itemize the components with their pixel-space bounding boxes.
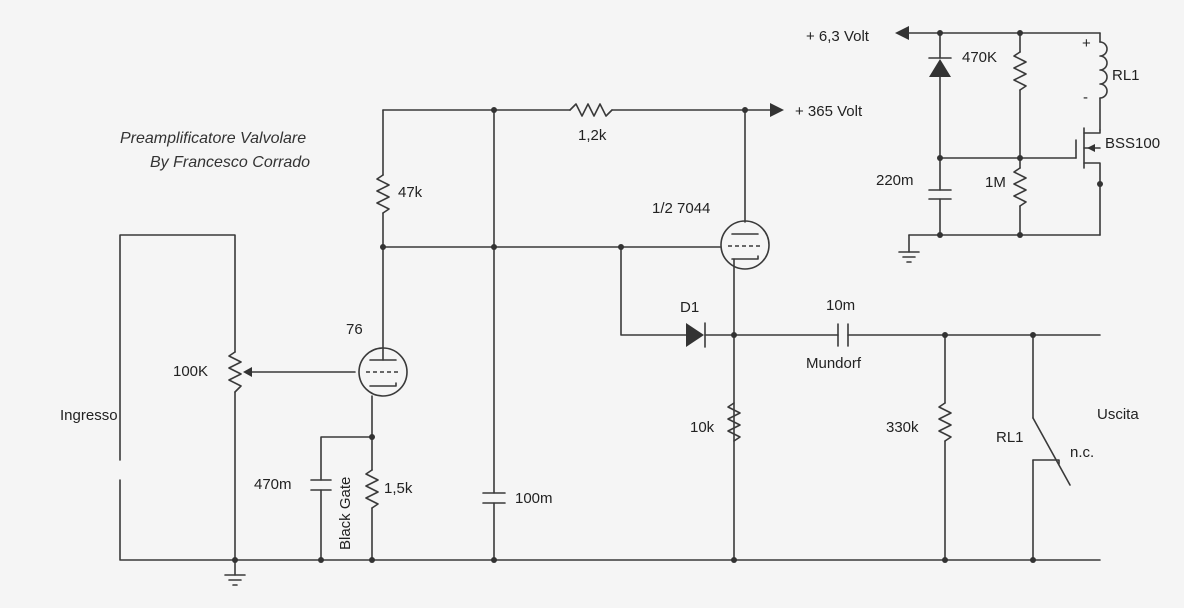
capacitor-10m: [837, 323, 1101, 347]
coil-plus-sign: +: [1082, 35, 1091, 52]
r-load-label: 10k: [690, 419, 715, 436]
relay-contact-label: RL1: [996, 429, 1024, 446]
resistor-10k: [727, 402, 741, 442]
supply-hv-label: + 365 Volt: [795, 103, 863, 120]
cathode-network: [310, 395, 379, 561]
timer-circuit: [895, 26, 1108, 263]
potentiometer-100k: [228, 351, 356, 393]
r-out-label: 330k: [886, 419, 919, 436]
title-line2: By Francesco Corrado: [150, 154, 310, 171]
ground-symbol: [224, 559, 246, 586]
tube2-label: 1/2 7044: [652, 200, 710, 217]
hv-rail: [382, 103, 784, 117]
r-series-label: 1,2k: [578, 127, 607, 144]
mosfet-label: BSS100: [1105, 135, 1160, 152]
supply-heater-label: + 6,3 Volt: [806, 28, 870, 45]
diode-d1: [620, 246, 839, 348]
r-gate-label: 1M: [985, 174, 1006, 191]
tube-76: [358, 347, 408, 397]
r-cathode-label: 1,5k: [384, 480, 413, 497]
input-wires: [119, 234, 1101, 561]
input-label: Ingresso: [60, 407, 118, 424]
relay-coil-label: RL1: [1112, 67, 1140, 84]
c-cathode-label: 470m: [254, 476, 292, 493]
relay-nc-label: n.c.: [1070, 444, 1094, 461]
c-out-label: 10m: [826, 297, 855, 314]
pot-label: 100K: [173, 363, 208, 380]
diode-label: D1: [680, 299, 699, 316]
coil-minus-sign: -: [1083, 89, 1088, 106]
c-bypass-label: 100m: [515, 490, 553, 507]
resistor-330k: [938, 334, 952, 561]
tube1-label: 76: [346, 321, 363, 338]
title-line1: Preamplificatore Valvolare: [120, 130, 306, 147]
c-timer-label: 220m: [876, 172, 914, 189]
resistor-47k: [376, 109, 390, 349]
capacitor-100m: [482, 109, 506, 561]
r-plate1-label: 47k: [398, 184, 423, 201]
c-cathode-type-label: Black Gate: [337, 477, 354, 550]
relay-contact: [1032, 334, 1071, 561]
output-label: Uscita: [1097, 406, 1139, 423]
c-out-type-label: Mundorf: [806, 355, 862, 372]
junction-dots: [232, 107, 1036, 563]
r-top-label: 470K: [962, 49, 997, 66]
